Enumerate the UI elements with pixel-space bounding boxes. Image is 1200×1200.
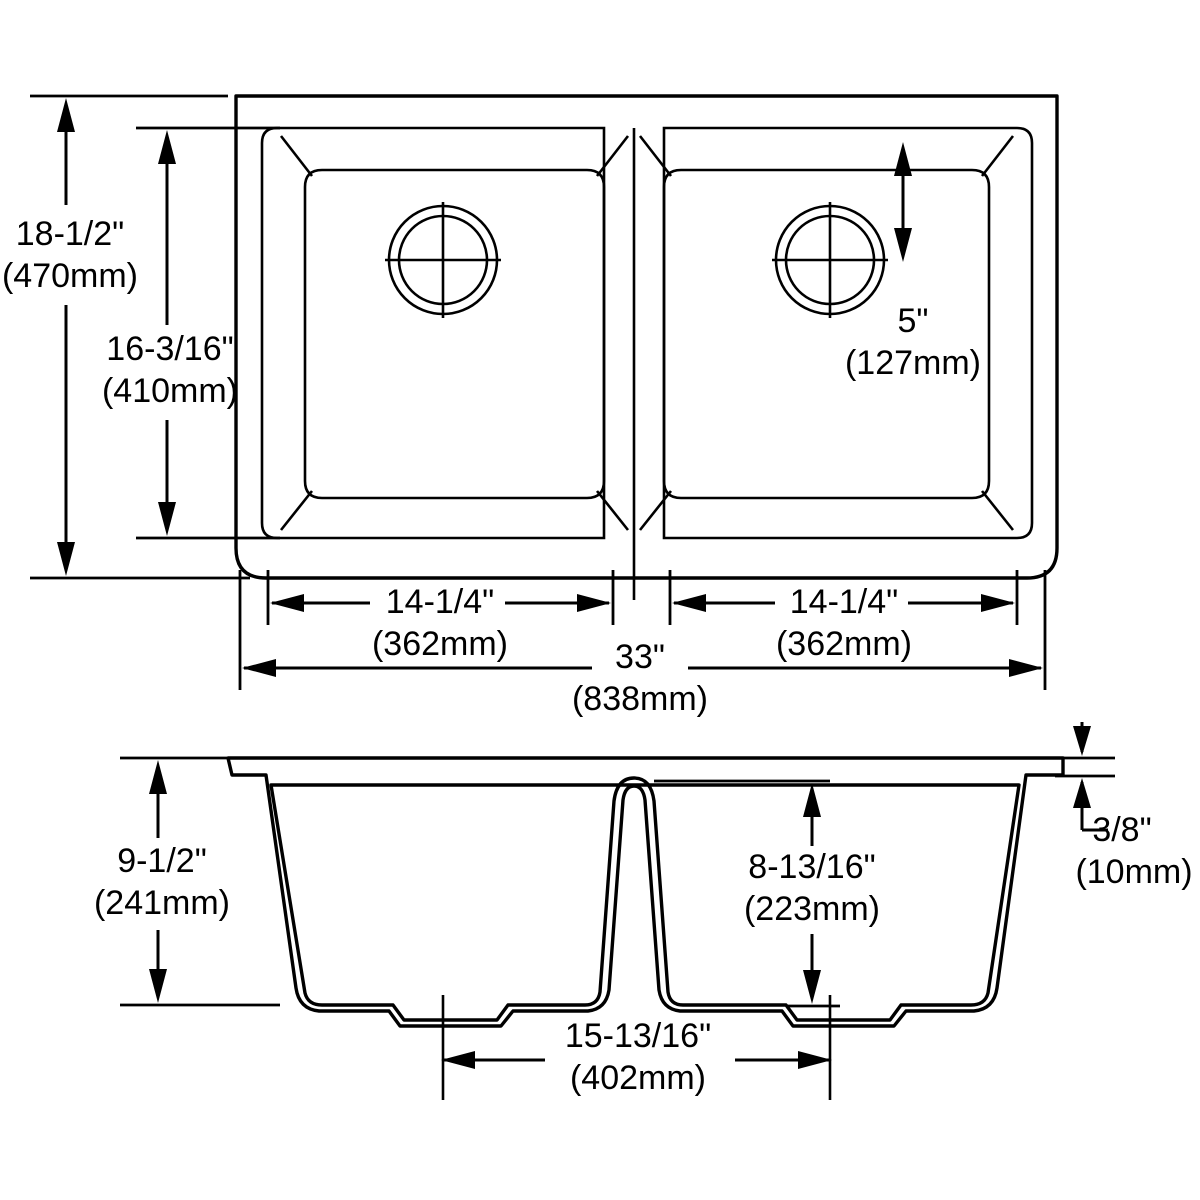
bowl-height-arrow-bottom: [149, 969, 167, 1003]
left-bowl-corner-line-tr: [595, 135, 630, 177]
right-bowl-corner-line-br: [980, 490, 1015, 531]
bowl-height-label-metric: (241mm): [94, 884, 230, 922]
right-bowl-corner-line-tr: [980, 135, 1015, 177]
overall-depth-label-imperial: 18-1/2": [16, 215, 124, 253]
dimension-left-bowl-width: 14-1/4" (362mm): [266, 570, 615, 663]
divider-height-arrow-top: [803, 783, 821, 817]
right-bowl-width-label-metric: (362mm): [776, 625, 912, 663]
right-bowl-width-label-imperial: 14-1/4": [790, 583, 898, 621]
drain-offset-arrow-top: [894, 142, 912, 176]
dimension-drain-offset-from-rear: 5" (127mm): [845, 142, 981, 382]
rim-thickness-label-imperial: 3/8": [1092, 811, 1151, 849]
drain-spacing-arrow-left: [441, 1051, 475, 1069]
bowl-depth-arrow-bottom: [158, 502, 176, 536]
rim-thickness-arrow-top: [1073, 726, 1091, 756]
dimension-drain-center-spacing: 15-13/16" (402mm): [441, 1017, 832, 1097]
top-view: 18-1/2" (470mm) 16-3/16" (410mm) 5" (127…: [2, 94, 1059, 718]
divider-height-arrow-bottom: [803, 970, 821, 1004]
section-view: 9-1/2" (241mm) 8-13/16" (223mm) 3/8" (10…: [94, 722, 1193, 1100]
dimension-overall-width: 33" (838mm): [238, 570, 1047, 718]
bowl-depth-label-imperial: 16-3/16": [106, 330, 233, 368]
overall-width-arrow-left: [242, 659, 276, 677]
left-bowl-corner-line-br: [595, 490, 630, 531]
rim-thickness-label-metric: (10mm): [1075, 853, 1192, 891]
bowl-height-arrow-top: [149, 760, 167, 794]
drain-spacing-label-imperial: 15-13/16": [565, 1017, 711, 1055]
sink-outer-rim-outline: [234, 94, 1059, 580]
dimension-divider-height: 8-13/16" (223mm): [654, 779, 880, 1008]
left-bowl-width-label-metric: (362mm): [372, 625, 508, 663]
left-drain-assembly: [385, 202, 501, 318]
dimension-bowl-depth-front-to-back: 16-3/16" (410mm): [102, 126, 280, 540]
right-bowl-basin-outline: [662, 168, 991, 500]
overall-width-arrow-right: [1009, 659, 1043, 677]
drain-offset-label-imperial: 5": [898, 302, 929, 340]
left-bowl-basin-outline: [303, 168, 606, 500]
overall-depth-arrow-top: [57, 98, 75, 132]
section-inner-profile: [269, 776, 1021, 1022]
overall-depth-label-metric: (470mm): [2, 257, 138, 295]
dimension-bowl-height: 9-1/2" (241mm): [94, 756, 280, 1007]
bowl-depth-arrow-top: [158, 130, 176, 164]
overall-width-label-imperial: 33": [615, 638, 665, 676]
overall-width-label-metric: (838mm): [572, 680, 708, 718]
right-bowl-corner-line-tl: [638, 135, 673, 177]
left-bowl-width-arrow-left: [270, 594, 304, 612]
left-bowl-corner-line-tl: [279, 135, 314, 177]
bowl-depth-label-metric: (410mm): [102, 372, 238, 410]
overall-depth-arrow-bottom: [57, 542, 75, 576]
right-bowl-corner-line-bl: [638, 490, 673, 531]
divider-height-label-imperial: 8-13/16": [748, 848, 875, 886]
right-bowl-width-arrow-left: [672, 594, 706, 612]
right-bowl-opening-outline: [662, 126, 1034, 540]
drain-spacing-arrow-right: [798, 1051, 832, 1069]
left-bowl-corner-line-bl: [279, 490, 314, 531]
drain-spacing-label-metric: (402mm): [570, 1059, 706, 1097]
dimension-rim-thickness: 3/8" (10mm): [1055, 722, 1193, 891]
left-bowl-width-arrow-right: [577, 594, 611, 612]
dimension-right-bowl-width: 14-1/4" (362mm): [668, 570, 1019, 663]
right-drain-assembly: [772, 202, 888, 318]
right-bowl-width-arrow-right: [981, 594, 1015, 612]
bowl-height-label-imperial: 9-1/2": [117, 842, 207, 880]
rim-thickness-arrow-bottom: [1073, 778, 1091, 808]
drain-offset-arrow-bottom: [894, 228, 912, 262]
dimension-overall-depth: 18-1/2" (470mm): [2, 94, 250, 580]
drain-offset-label-metric: (127mm): [845, 344, 981, 382]
divider-height-label-metric: (223mm): [744, 890, 880, 928]
left-bowl-width-label-imperial: 14-1/4": [386, 583, 494, 621]
